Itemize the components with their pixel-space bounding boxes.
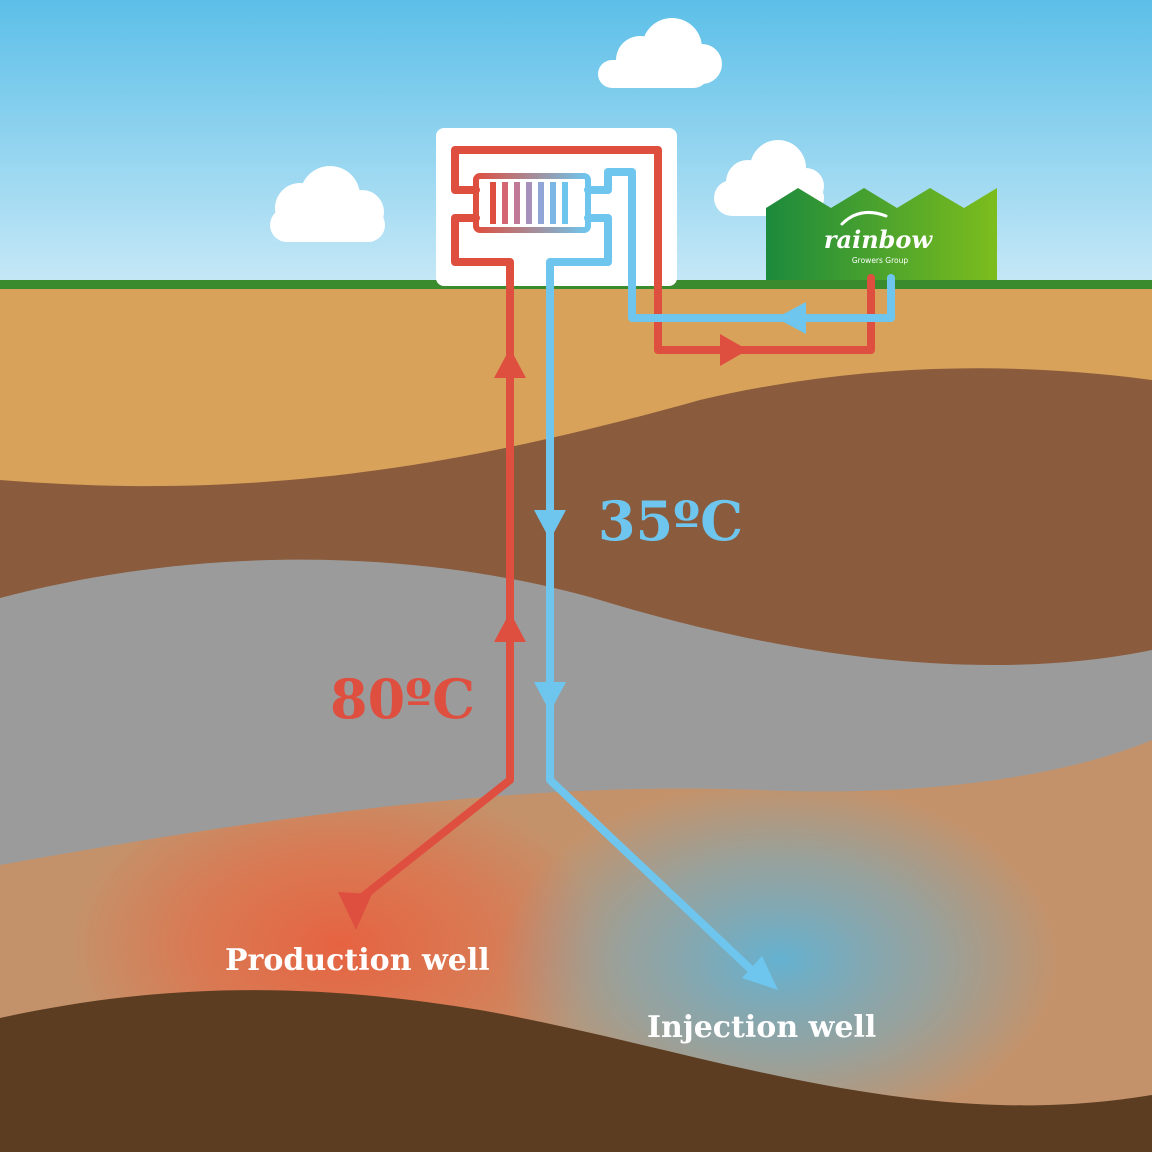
- logo-subtitle: Growers Group: [852, 256, 909, 265]
- cloud-icon: [270, 166, 385, 242]
- cold-temperature-label: 35ºC: [598, 489, 743, 553]
- arrow-down-icon: [534, 510, 566, 540]
- arrow-up-icon: [494, 612, 526, 642]
- cold-water-pipe: [546, 168, 895, 982]
- hot-flow-arrows: [338, 334, 748, 930]
- logo-text: rainbow: [824, 225, 934, 254]
- hot-water-pipe: [352, 146, 875, 906]
- arrow-right-icon: [720, 334, 748, 366]
- cold-flow-arrows: [534, 302, 806, 990]
- greenhouse: [766, 188, 997, 280]
- arrow-up-icon: [494, 348, 526, 378]
- injection-well-label: Injection well: [647, 1010, 876, 1045]
- arrow-down-icon: [534, 682, 566, 712]
- hot-temperature-label: 80ºC: [330, 667, 475, 731]
- heat-exchanger: [473, 173, 591, 233]
- cloud-icon: [598, 18, 722, 88]
- production-well-label: Production well: [225, 943, 490, 978]
- arrow-down-right-icon: [742, 956, 778, 990]
- arrow-down-left-icon: [338, 892, 372, 930]
- rainbow-logo: rainbow Growers Group: [824, 210, 934, 265]
- arrow-left-icon: [776, 302, 806, 334]
- bedrock-layer: [0, 990, 1152, 1152]
